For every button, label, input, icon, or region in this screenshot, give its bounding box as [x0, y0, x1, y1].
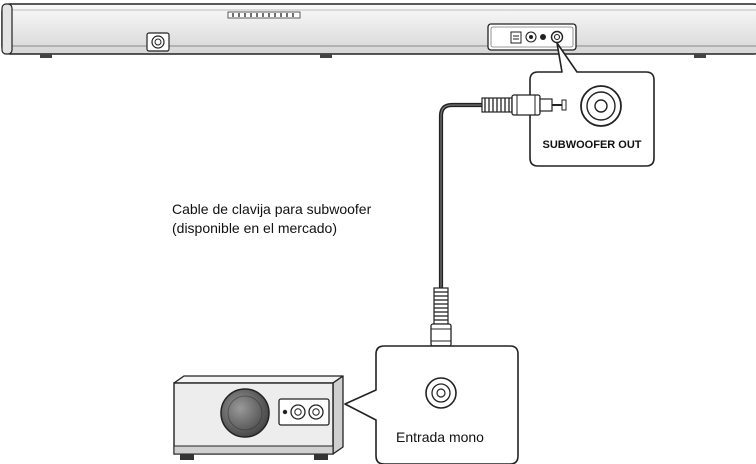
- rear-connector-panel: [487, 23, 577, 51]
- subwoofer-input-panel: [278, 398, 330, 426]
- rca-jack-icon: [580, 85, 622, 127]
- mono-input-label: Entrada mono: [396, 429, 484, 445]
- woofer-icon: [220, 388, 270, 438]
- mono-jack-icon: [425, 377, 457, 409]
- cable-caption-line2: (disponible en el mercado): [172, 220, 337, 236]
- sound-bar: [1, 3, 756, 58]
- vent-strip: [227, 11, 301, 19]
- cable-caption: Cable de clavija para subwoofer (disponi…: [172, 201, 372, 236]
- subwoofer-out-callout: SUBWOOFER OUT: [529, 42, 655, 167]
- mount-hole-icon: [146, 32, 170, 52]
- subwoofer-unit: [173, 375, 344, 460]
- subwoofer-cable: [438, 102, 486, 291]
- mono-input-callout: Entrada mono: [344, 345, 519, 464]
- subwoofer-out-label: SUBWOOFER OUT: [543, 139, 642, 151]
- cable-caption-line1: Cable de clavija para subwoofer: [172, 201, 372, 217]
- rca-plug-top: [481, 94, 567, 116]
